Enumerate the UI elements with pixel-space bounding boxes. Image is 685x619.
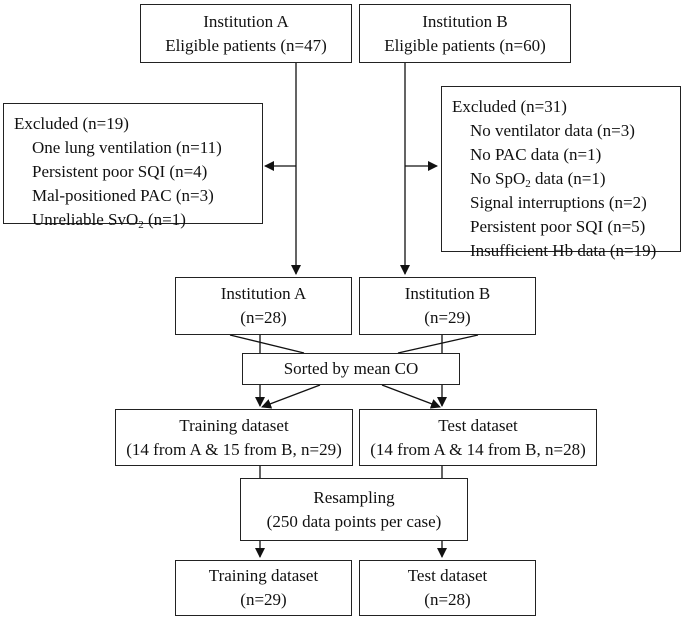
institution-b-mid-count: (n=29) [424,308,471,327]
arrow-sorted-to-training [261,384,321,409]
training-dataset-box: Training dataset (14 from A & 15 from B,… [115,409,353,466]
institution-a-mid-title: Institution A [220,284,307,303]
resampling-detail: (250 data points per case) [266,511,442,531]
institution-a-included-box: Institution A (n=28) [175,277,352,335]
excluded-a-box: Excluded (n=19) One lung ventilation (n=… [3,103,263,231]
institution-b-eligible-box: Institution B Eligible patients (n=60) [359,4,571,63]
excluded-b-item: Persistent poor SQI (n=5) [470,217,646,236]
final-training-title: Training dataset [208,566,319,585]
institution-a-mid-count: (n=28) [240,308,287,327]
final-training-count: (n=29) [240,590,287,609]
line-b-to-sorted [397,334,479,354]
final-test-title: Test dataset [407,566,488,585]
test-composition: (14 from A & 14 from B, n=28) [370,439,586,459]
test-title: Test dataset [438,415,518,435]
institution-b-title: Institution B [422,11,508,31]
excluded-a-item: Persistent poor SQI (n=4) [32,162,208,181]
institution-a-eligible-box: Institution A Eligible patients (n=47) [140,4,352,63]
final-test-count: (n=28) [424,590,471,609]
training-title: Training dataset [179,415,289,435]
test-dataset-box: Test dataset (14 from A & 14 from B, n=2… [359,409,597,466]
excluded-a-title: Excluded (n=19) [14,114,129,133]
excluded-b-item: No ventilator data (n=3) [470,121,635,140]
arrow-sorted-to-test [381,384,441,409]
institution-b-included-box: Institution B (n=29) [359,277,536,335]
excluded-b-item-spo2: No SpO2 data (n=1) [470,169,606,190]
excluded-b-title: Excluded (n=31) [452,97,567,116]
institution-b-eligible: Eligible patients (n=60) [384,35,546,55]
final-test-box: Test dataset (n=28) [359,560,536,616]
sorted-label: Sorted by mean CO [283,359,419,378]
resampling-title: Resampling [313,487,395,507]
institution-a-title: Institution A [203,11,289,31]
excluded-b-item: Insufficient Hb data (n=19) [470,241,657,260]
resampling-box: Resampling (250 data points per case) [240,478,468,541]
training-composition: (14 from A & 15 from B, n=29) [126,439,342,459]
institution-b-mid-title: Institution B [404,284,491,303]
institution-a-eligible: Eligible patients (n=47) [165,35,327,55]
excluded-a-item: Mal-positioned PAC (n=3) [32,186,214,205]
excluded-a-item: One lung ventilation (n=11) [32,138,222,157]
line-a-to-sorted [229,334,305,354]
excluded-b-item: No PAC data (n=1) [470,145,602,164]
excluded-b-box: Excluded (n=31) No ventilator data (n=3)… [441,86,681,260]
sorted-by-co-box: Sorted by mean CO [242,353,460,385]
excluded-a-item-svo2: Unreliable SvO2 (n=1) [32,210,186,231]
final-training-box: Training dataset (n=29) [175,560,352,616]
excluded-b-item: Signal interruptions (n=2) [470,193,647,212]
